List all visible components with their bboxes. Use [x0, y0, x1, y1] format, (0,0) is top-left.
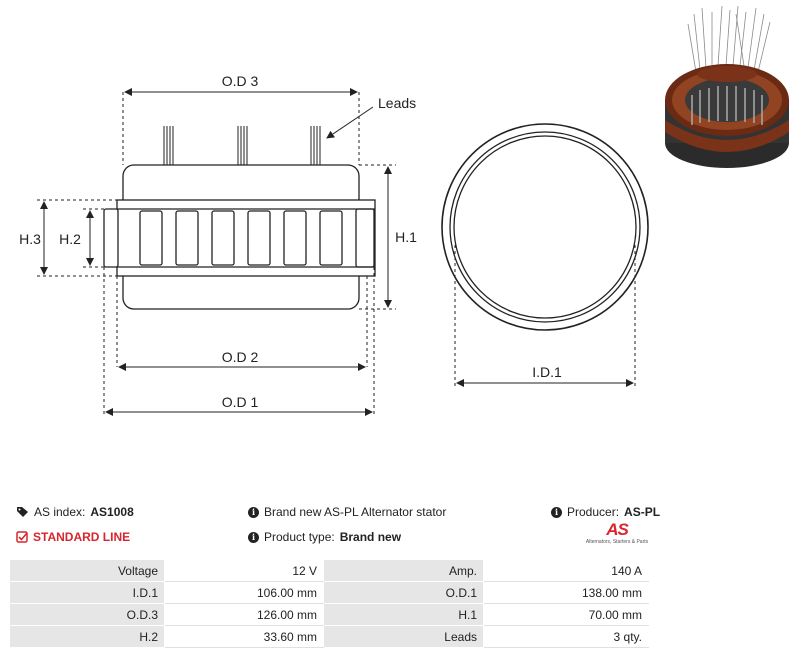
spec-value: 126.00 mm — [164, 603, 324, 626]
stator-side-view — [103, 126, 376, 310]
label-od3: O.D 3 — [222, 73, 259, 89]
spec-key: Voltage — [9, 559, 165, 582]
product-type-label: Product type: — [264, 530, 335, 544]
label-h2: H.2 — [59, 231, 81, 247]
stator-front-view — [441, 123, 649, 388]
description: i Brand new AS-PL Alternator stator — [248, 505, 446, 519]
checkbox-icon — [16, 531, 28, 543]
product-photo — [665, 5, 789, 168]
label-id1: I.D.1 — [532, 364, 562, 380]
table-row: Voltage 12 V Amp. 140 A — [9, 559, 649, 582]
spec-key: Amp. — [323, 559, 484, 582]
as-index: AS index: AS1008 — [16, 505, 134, 519]
as-pl-logo: AS Alternators, Starters & Parts — [584, 521, 650, 553]
spec-value: 138.00 mm — [483, 581, 649, 604]
dimensions-side — [37, 88, 396, 416]
logo-subtitle: Alternators, Starters & Parts — [585, 539, 649, 545]
spec-value: 12 V — [164, 559, 324, 582]
spec-value: 106.00 mm — [164, 581, 324, 604]
producer-value: AS-PL — [624, 505, 661, 519]
info-icon: i — [248, 531, 259, 543]
table-row: H.2 33.60 mm Leads 3 qty. — [9, 625, 649, 648]
label-leads: Leads — [378, 95, 416, 111]
label-od1: O.D 1 — [222, 394, 259, 410]
spec-value: 33.60 mm — [164, 625, 324, 648]
core-band — [116, 199, 376, 277]
leads-wires — [163, 126, 321, 165]
as-index-label: AS index: — [34, 505, 86, 519]
spec-key: Leads — [323, 625, 484, 648]
info-icon: i — [248, 506, 259, 518]
label-h1: H.1 — [395, 229, 417, 245]
producer-label: Producer: — [567, 505, 620, 519]
product-type: i Product type: Brand new — [248, 530, 401, 544]
table-row: I.D.1 106.00 mm O.D.1 138.00 mm — [9, 581, 649, 604]
product-type-value: Brand new — [339, 530, 402, 544]
spec-key: O.D.3 — [9, 603, 165, 626]
spec-key: I.D.1 — [9, 581, 165, 604]
as-index-value: AS1008 — [90, 505, 134, 519]
technical-drawing: O.D 3 Leads H.3 H.2 H.1 O.D 2 O.D 1 I.D.… — [19, 5, 789, 416]
spec-value: 140 A — [483, 559, 649, 582]
spec-key: H.2 — [9, 625, 165, 648]
table-row: O.D.3 126.00 mm H.1 70.00 mm — [9, 603, 649, 626]
tag-icon — [16, 506, 29, 518]
label-od2: O.D 2 — [222, 349, 259, 365]
standard-line: STANDARD LINE — [16, 530, 130, 544]
spec-table: Voltage 12 V Amp. 140 A I.D.1 106.00 mm … — [9, 559, 649, 648]
logo-mark: AS — [606, 520, 629, 539]
spec-key: H.1 — [323, 603, 484, 626]
standard-line-label: STANDARD LINE — [33, 530, 131, 544]
spec-value: 3 qty. — [483, 625, 649, 648]
info-icon: i — [551, 506, 562, 518]
description-text: Brand new AS-PL Alternator stator — [264, 505, 447, 519]
spec-value: 70.00 mm — [483, 603, 649, 626]
label-h3: H.3 — [19, 231, 41, 247]
spec-key: O.D.1 — [323, 581, 484, 604]
producer: i Producer: AS-PL — [551, 505, 660, 519]
